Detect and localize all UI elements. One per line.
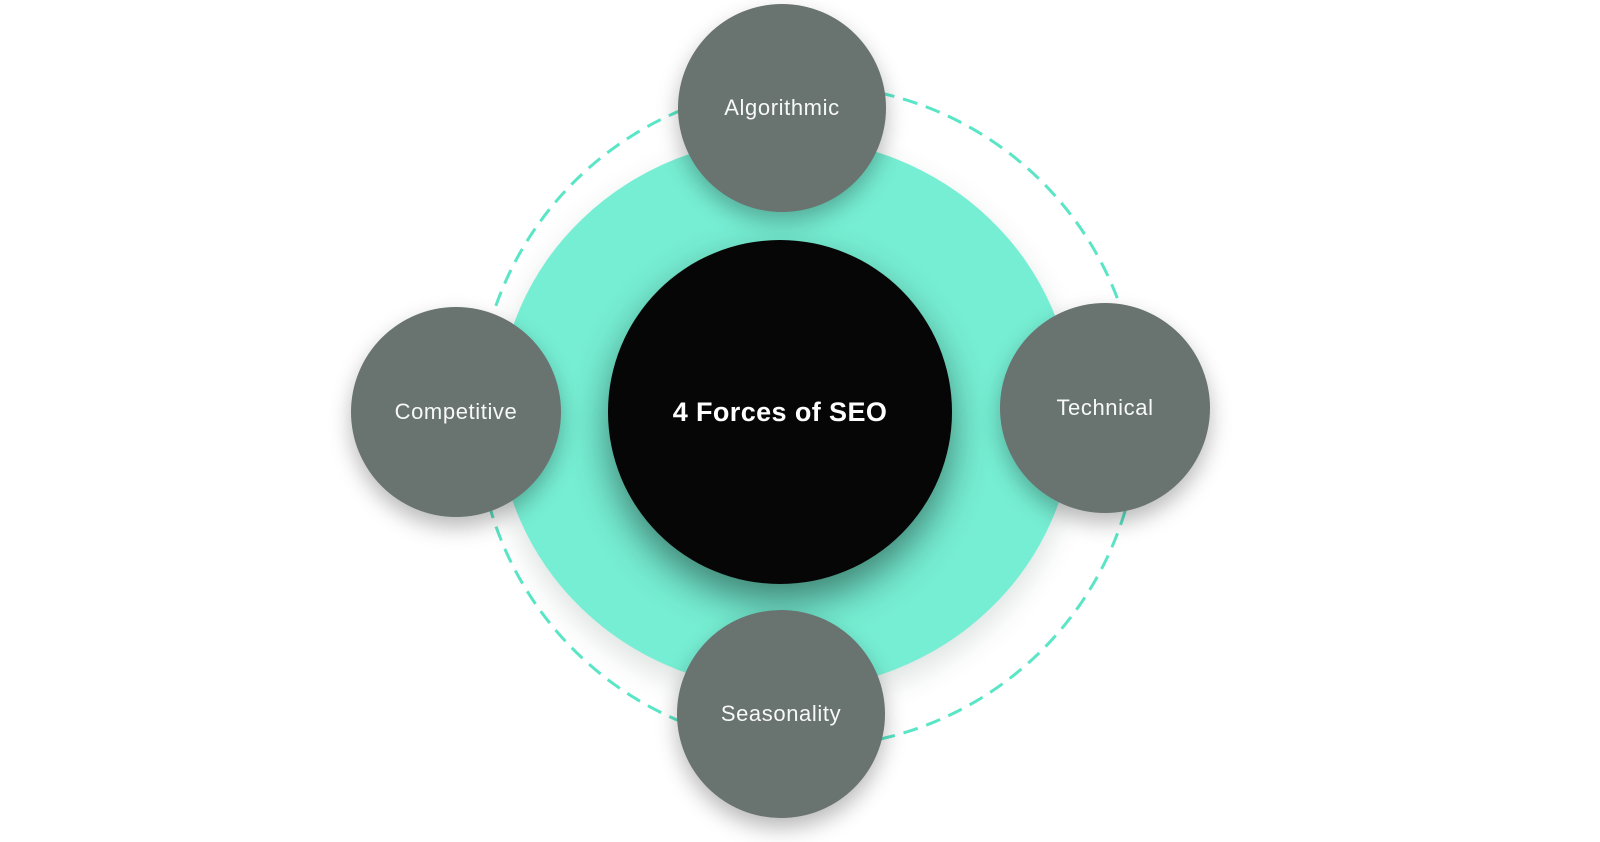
center-label: 4 Forces of SEO [672,396,888,427]
node-competitive-label: Competitive [394,399,518,424]
node-competitive: Competitive [351,307,561,517]
node-seasonality-label: Seasonality [720,701,842,726]
node-algorithmic: Algorithmic [678,4,886,212]
node-seasonality: Seasonality [677,610,885,818]
node-algorithmic-label: Algorithmic [724,95,840,120]
center-node: 4 Forces of SEO [608,240,952,584]
node-technical: Technical [1000,303,1210,513]
node-technical-label: Technical [1056,395,1154,420]
